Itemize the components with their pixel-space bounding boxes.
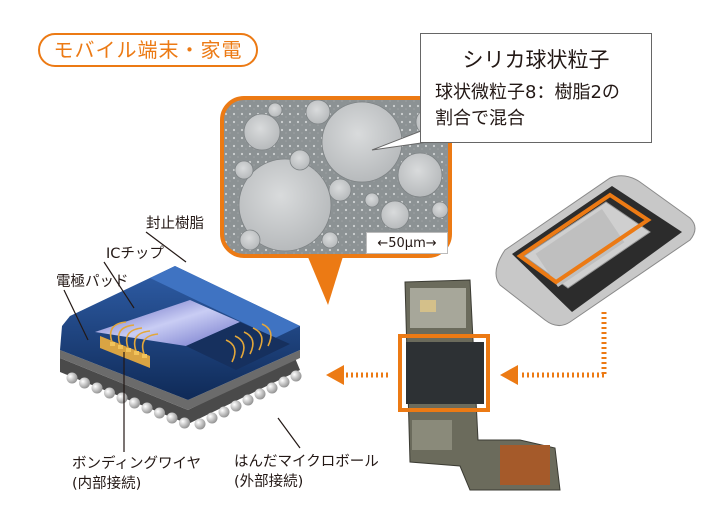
solder-ball <box>116 392 128 404</box>
solder-ball <box>254 388 266 400</box>
solder-ball <box>66 372 78 384</box>
scale-bar: ←50μm→ <box>366 232 448 254</box>
solder-ball <box>206 412 218 424</box>
solder-ball <box>141 402 153 414</box>
solder-ball <box>91 382 103 394</box>
solder-ball <box>79 377 90 389</box>
solder-ball <box>218 406 230 418</box>
smartphone-photo <box>495 175 696 326</box>
silica-sphere <box>328 178 352 202</box>
solder-ball <box>266 382 278 394</box>
solder-ball <box>154 407 165 419</box>
electrode-pad <box>134 351 139 355</box>
callout-line-1: 球状微粒子8：樹脂2の <box>435 82 620 103</box>
electrode-pad <box>118 345 123 349</box>
silica-sphere <box>267 102 283 118</box>
silica-sphere <box>321 101 403 183</box>
label-encapsulant: 封止樹脂 <box>146 216 204 232</box>
arrow-head-left <box>326 365 344 385</box>
bonding-wire <box>109 321 127 343</box>
solder-ball <box>242 394 254 406</box>
microscope-frame <box>220 96 452 258</box>
silica-sphere <box>305 99 331 125</box>
ic-chip <box>95 300 240 346</box>
label-bonding-wire: ボンディングワイヤ <box>72 456 202 472</box>
solder-ball <box>278 376 290 388</box>
logic-board-photo <box>398 279 561 491</box>
callout-title: シリカ球状粒子 <box>462 48 610 72</box>
leader-lines <box>63 231 301 452</box>
bonding-wire <box>133 330 151 352</box>
bonding-wire <box>261 323 272 347</box>
bonding-wire <box>117 324 135 346</box>
silica-sphere <box>380 200 410 230</box>
silica-sphere <box>239 229 261 251</box>
silica-sphere <box>243 113 281 151</box>
electrode-pad <box>126 348 131 352</box>
solder-ball <box>290 370 302 382</box>
solder-ball <box>194 418 206 430</box>
label-solder-ball-note: (外部接続) <box>234 474 304 490</box>
electrode-pad <box>110 342 115 346</box>
silica-sphere <box>364 192 380 208</box>
silica-sphere <box>289 149 311 171</box>
silica-sphere <box>234 160 254 180</box>
bonding-wire <box>234 335 245 359</box>
label-electrode-pad: 電極パッド <box>56 274 129 290</box>
solder-ball <box>104 387 115 399</box>
bonding-wire <box>243 331 254 355</box>
silica-sphere <box>431 201 449 219</box>
callout-line-2: 割合で混合 <box>435 108 525 129</box>
microscope-image <box>222 98 450 256</box>
bonding-wire <box>141 333 159 355</box>
bonding-wire <box>225 339 236 363</box>
label-ic-chip: ICチップ <box>106 246 164 262</box>
bga-package <box>60 266 302 430</box>
callout-box: シリカ球状粒子 球状微粒子8：樹脂2の 割合で混合 <box>420 33 652 143</box>
silica-sphere <box>238 158 332 252</box>
label-bonding-wire-note: (内部接続) <box>72 476 142 492</box>
solder-ball <box>179 417 190 429</box>
arrow-head-right <box>500 365 518 385</box>
solder-ball <box>129 397 140 409</box>
solder-ball <box>230 400 242 412</box>
bonding-wire <box>125 327 143 349</box>
silica-sphere <box>397 152 443 198</box>
flow-arrows <box>345 312 607 378</box>
bonding-wire <box>252 327 263 351</box>
label-solder-ball: はんだマイクロボール <box>234 454 379 470</box>
category-tag: モバイル端末・家電 <box>38 33 258 67</box>
solder-ball <box>166 412 178 424</box>
microscope-pointer <box>305 250 345 305</box>
electrode-pad <box>142 354 147 358</box>
silica-sphere <box>321 231 339 249</box>
